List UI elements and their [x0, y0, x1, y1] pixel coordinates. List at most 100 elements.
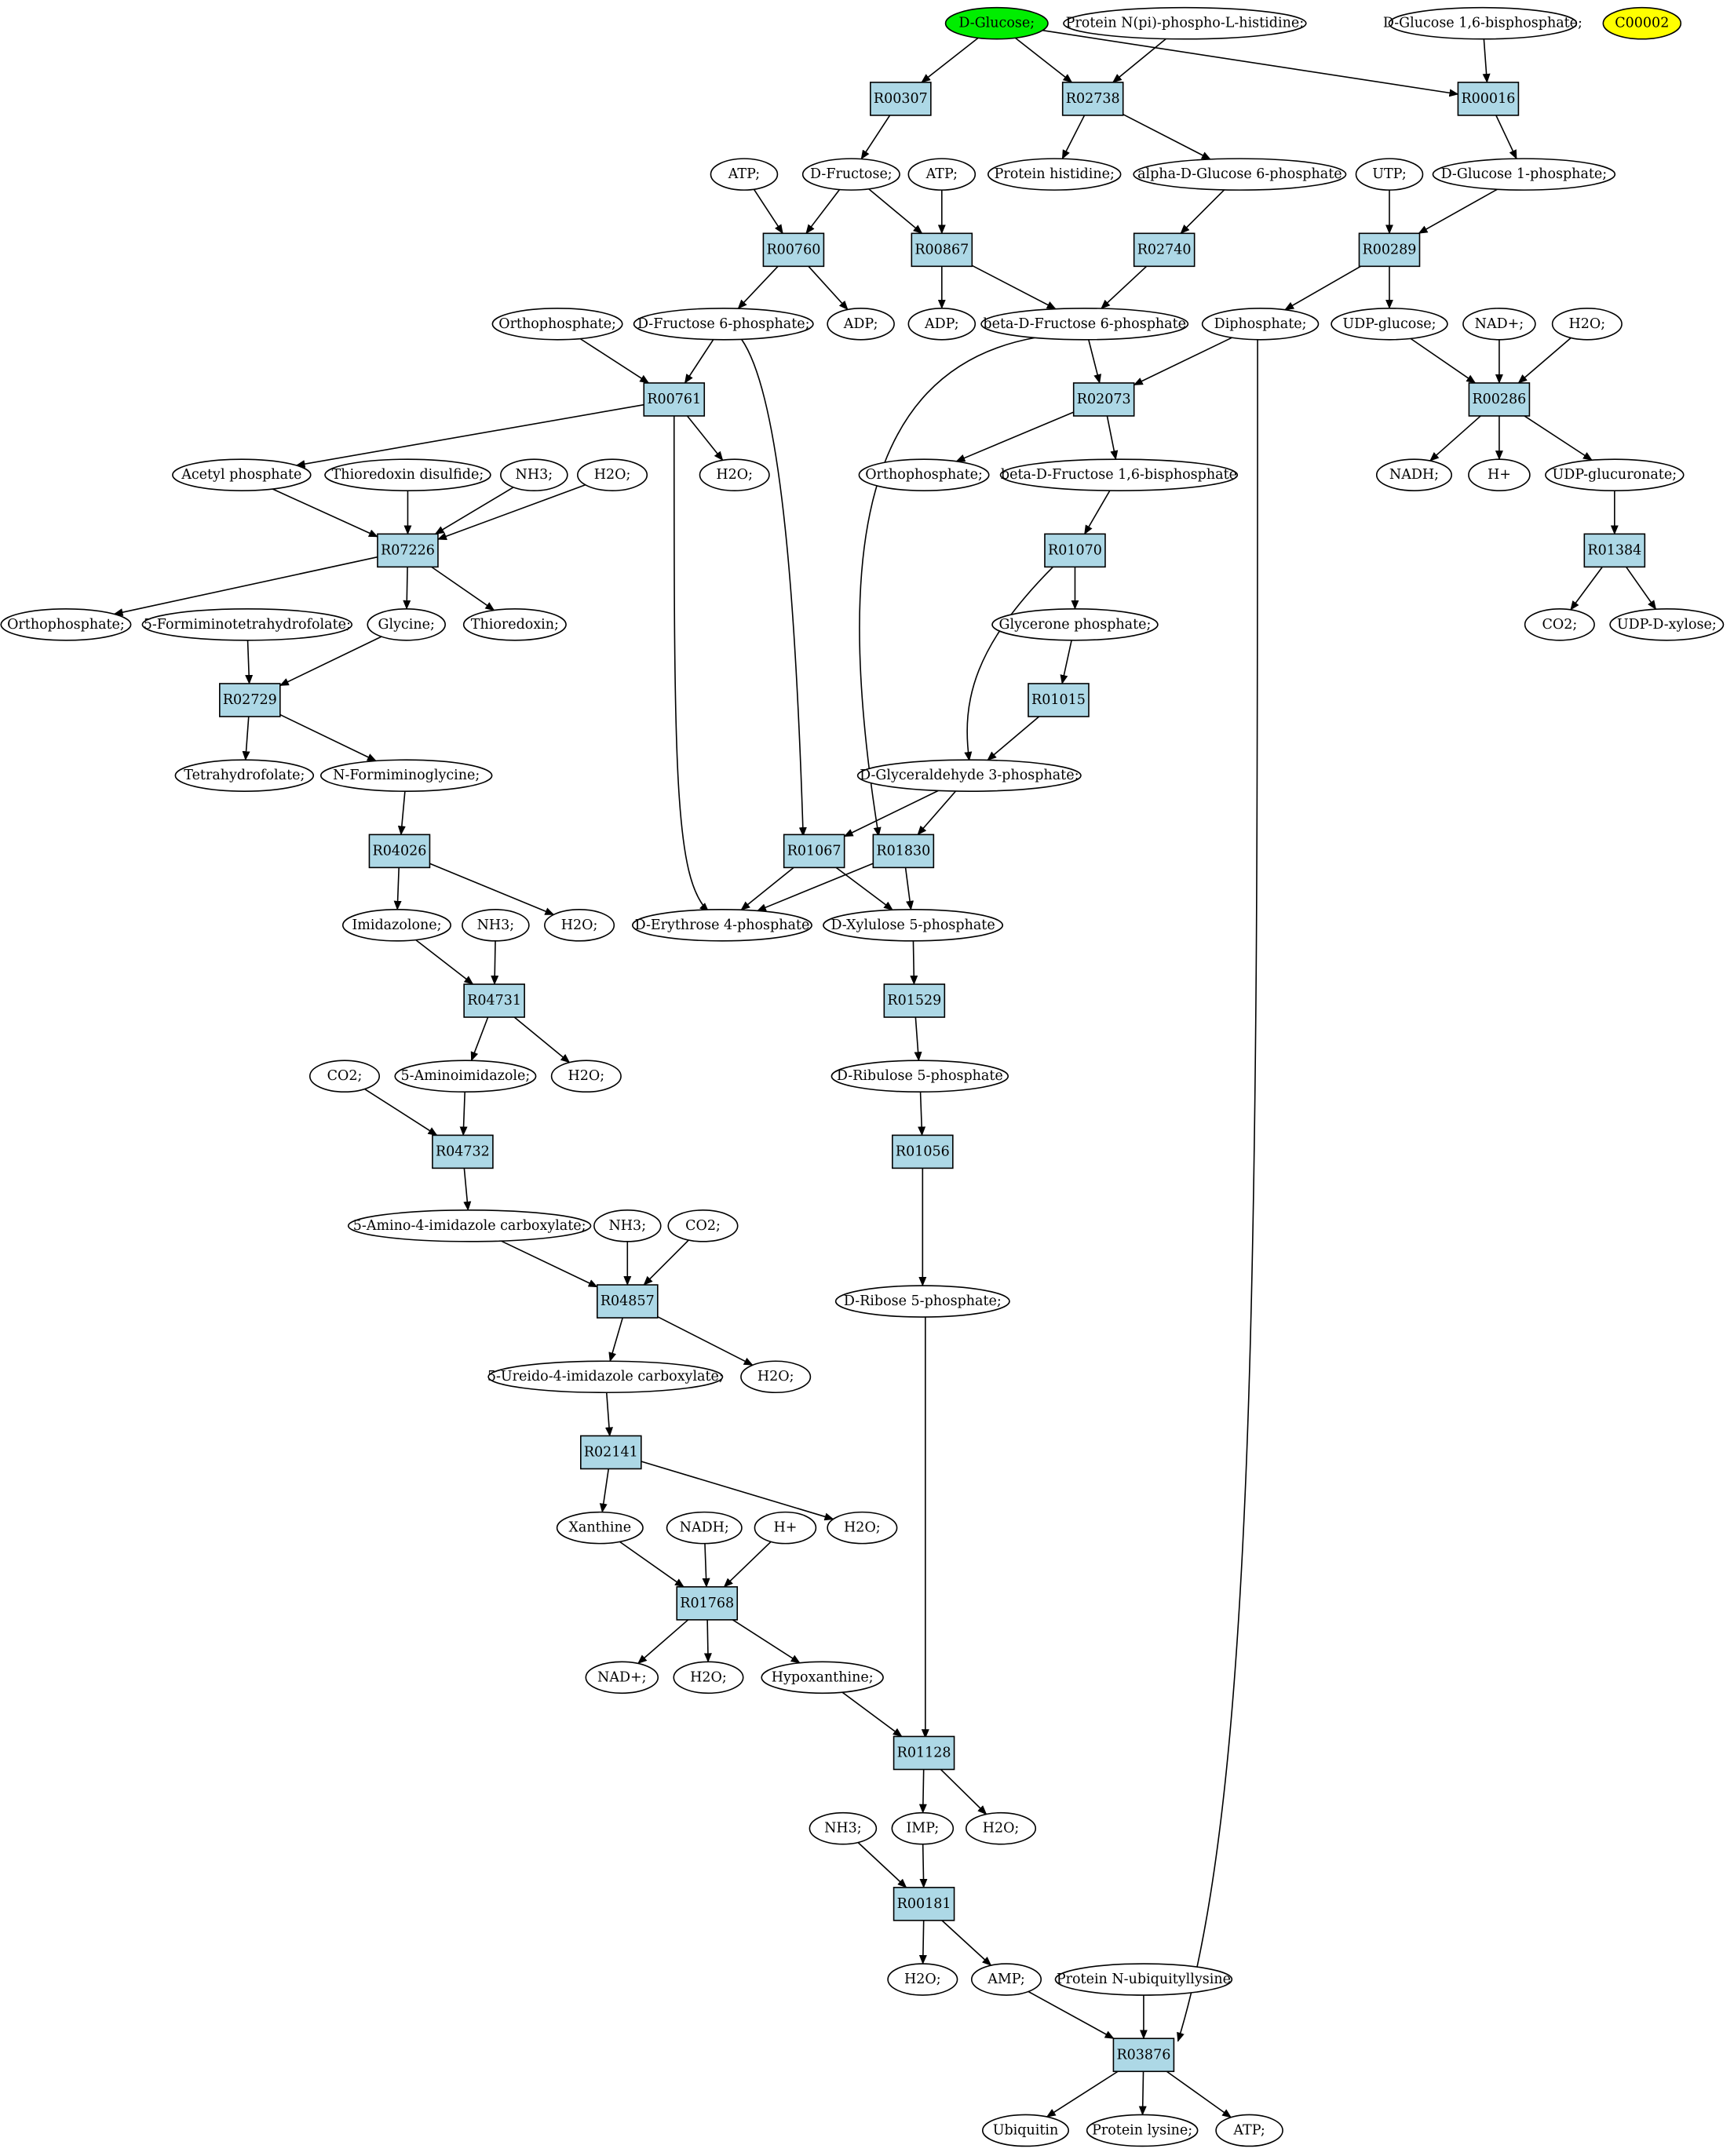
metabolite-node-m_h2o_6[interactable]: H2O;	[740, 1360, 812, 1394]
reaction-node-r_R02740[interactable]: R02740	[1133, 232, 1196, 268]
metabolite-node-m_dglucose16bp[interactable]: D-Glucose 1,6-bisphosphate;	[1383, 6, 1583, 40]
metabolite-node-m_glyceronep[interactable]: Glycerone phosphate;	[991, 607, 1159, 641]
metabolite-node-m_5a4ic[interactable]: 5-Amino-4-imidazole carboxylate;	[347, 1209, 592, 1242]
reaction-node-r_R01067[interactable]: R01067	[783, 834, 845, 869]
metabolite-node-m_nh3_4[interactable]: NH3;	[809, 1811, 878, 1845]
reaction-node-r_R02738[interactable]: R02738	[1061, 82, 1124, 116]
metabolite-node-m_dr5p[interactable]: D-Ribose 5-phosphate;	[834, 1285, 1010, 1318]
metabolite-node-m_dga3p[interactable]: D-Glyceraldehyde 3-phosphate;	[856, 759, 1082, 792]
metabolite-node-m_protein_nphosphohis[interactable]: Protein N(pi)-phospho-L-histidine;	[1063, 6, 1307, 40]
metabolite-node-m_h2o_3[interactable]: H2O;	[699, 458, 770, 491]
metabolite-node-m_protein_his[interactable]: Protein histidine;	[987, 158, 1122, 191]
metabolite-node-m_udpxyl[interactable]: UDP-D-xylose;	[1609, 607, 1725, 641]
metabolite-node-m_c00002[interactable]: C00002	[1602, 6, 1682, 40]
reaction-node-r_R00867[interactable]: R00867	[911, 232, 973, 268]
reaction-node-r_R04857[interactable]: R04857	[596, 1284, 659, 1319]
metabolite-node-m_protein_nubq[interactable]: Protein N-ubiquityllysine	[1054, 1963, 1233, 1996]
metabolite-node-m_hplus_1[interactable]: H+	[1468, 458, 1531, 491]
metabolite-node-m_hplus_2[interactable]: H+	[754, 1511, 817, 1545]
metabolite-node-m_ubiquitin[interactable]: Ubiquitin	[981, 2114, 1070, 2147]
metabolite-node-m_atp_1[interactable]: ATP;	[710, 158, 779, 191]
reaction-node-r_R01015[interactable]: R01015	[1028, 683, 1090, 717]
node-label: R00760	[766, 242, 820, 257]
reaction-node-r_R00307[interactable]: R00307	[870, 82, 932, 116]
reaction-node-r_R01830[interactable]: R01830	[872, 834, 935, 869]
metabolite-node-m_adp_1[interactable]: ADP;	[827, 307, 895, 341]
metabolite-node-m_co2_3[interactable]: CO2;	[667, 1209, 739, 1242]
metabolite-node-m_protein_lys[interactable]: Protein lysine;	[1086, 2114, 1199, 2147]
metabolite-node-m_nadplus_2[interactable]: NAD+;	[585, 1661, 659, 1695]
metabolite-node-m_de4p[interactable]: D-Erythrose 4-phosphate	[631, 909, 812, 942]
metabolite-node-m_h2o_7[interactable]: H2O;	[827, 1511, 898, 1545]
reaction-node-r_R00286[interactable]: R00286	[1468, 382, 1531, 417]
reaction-node-r_R00181[interactable]: R00181	[893, 1887, 955, 1921]
metabolite-node-m_imp[interactable]: IMP;	[891, 1811, 955, 1845]
reaction-node-r_R01768[interactable]: R01768	[676, 1586, 739, 1621]
metabolite-node-m_glycine[interactable]: Glycine;	[367, 607, 446, 641]
metabolite-node-m_utp[interactable]: UTP;	[1355, 158, 1424, 191]
metabolite-node-m_adp_2[interactable]: ADP;	[907, 307, 977, 341]
reaction-node-r_R01384[interactable]: R01384	[1583, 533, 1646, 568]
metabolite-node-m_h2o_1[interactable]: H2O;	[1551, 307, 1623, 341]
metabolite-node-m_dfructose[interactable]: D-Fructose;	[801, 158, 900, 191]
metabolite-node-m_dg1p[interactable]: D-Glucose 1-phosphate;	[1432, 158, 1616, 191]
metabolite-node-m_h2o_9[interactable]: H2O;	[965, 1811, 1037, 1845]
metabolite-node-m_h2o_4[interactable]: H2O;	[544, 909, 615, 942]
metabolite-node-m_thioredoxin[interactable]: Thioredoxin;	[462, 607, 567, 641]
metabolite-node-m_ortho_1[interactable]: Orthophosphate;	[491, 307, 623, 341]
metabolite-node-m_co2_2[interactable]: CO2;	[308, 1060, 381, 1093]
reaction-node-r_R00760[interactable]: R00760	[762, 232, 825, 268]
metabolite-node-m_5u4ic[interactable]: 5-Ureido-4-imidazole carboxylate;	[487, 1360, 724, 1394]
metabolite-node-m_5aminoimid[interactable]: 5-Aminoimidazole;	[394, 1060, 537, 1093]
metabolite-node-m_h2o_8[interactable]: H2O;	[673, 1661, 744, 1695]
reaction-node-r_R01056[interactable]: R01056	[892, 1134, 954, 1169]
metabolite-node-m_atp_2[interactable]: ATP;	[907, 158, 977, 191]
reaction-node-r_R04731[interactable]: R04731	[463, 983, 525, 1018]
metabolite-node-m_thiodis[interactable]: Thioredoxin disulfide;	[324, 458, 491, 491]
metabolite-node-m_h2o_5[interactable]: H2O;	[550, 1060, 622, 1093]
reaction-node-r_R02141[interactable]: R02141	[580, 1435, 642, 1470]
reaction-node-r_R00761[interactable]: R00761	[643, 382, 706, 417]
metabolite-node-m_h2o_2[interactable]: H2O;	[577, 458, 648, 491]
metabolite-node-m_nformgly[interactable]: N-Formiminoglycine;	[319, 759, 493, 792]
metabolite-node-m_df6p[interactable]: D-Fructose 6-phosphate;	[633, 307, 814, 341]
metabolite-node-m_adg6p[interactable]: alpha-D-Glucose 6-phosphate	[1133, 158, 1347, 191]
metabolite-node-m_nadplus_1[interactable]: NAD+;	[1462, 307, 1536, 341]
metabolite-node-m_udpglcur[interactable]: UDP-glucuronate;	[1545, 458, 1685, 491]
metabolite-node-m_bdf6p[interactable]: beta-D-Fructose 6-phosphate	[980, 307, 1189, 341]
metabolite-node-m_5fthf[interactable]: 5-Formiminotetrahydrofolate;	[141, 607, 353, 641]
metabolite-node-m_co2_1[interactable]: CO2;	[1524, 607, 1595, 641]
reaction-node-r_R01070[interactable]: R01070	[1044, 533, 1106, 568]
metabolite-node-m_nadh_1[interactable]: NADH;	[1375, 458, 1452, 491]
reaction-node-r_R00289[interactable]: R00289	[1358, 232, 1421, 268]
metabolite-node-m_nh3_1[interactable]: NH3;	[500, 458, 568, 491]
metabolite-node-m_nh3_3[interactable]: NH3;	[593, 1209, 662, 1242]
reaction-node-r_R04732[interactable]: R04732	[432, 1134, 494, 1169]
reaction-node-r_R01529[interactable]: R01529	[883, 983, 946, 1018]
reaction-node-r_R00016[interactable]: R00016	[1457, 82, 1520, 116]
metabolite-node-m_atp_3[interactable]: ATP;	[1215, 2114, 1283, 2147]
metabolite-node-m_ortho_2[interactable]: Orthophosphate;	[858, 458, 990, 491]
metabolite-node-m_amp[interactable]: AMP;	[970, 1963, 1042, 1996]
metabolite-node-m_xanthine[interactable]: Xanthine	[556, 1511, 644, 1545]
metabolite-node-m_udpglc[interactable]: UDP-glucose;	[1331, 307, 1448, 341]
metabolite-node-m_thf[interactable]: Tetrahydrofolate;	[174, 759, 315, 792]
metabolite-node-m_bdf16bp[interactable]: beta-D-Fructose 1,6-bisphosphate	[999, 458, 1239, 491]
reaction-node-r_R02073[interactable]: R02073	[1072, 382, 1135, 417]
reaction-node-r_R07226[interactable]: R07226	[377, 533, 439, 568]
reaction-node-r_R01128[interactable]: R01128	[893, 1735, 955, 1771]
metabolite-node-m_acetylp[interactable]: Acetyl phosphate	[172, 458, 312, 491]
metabolite-node-m_ortho_3[interactable]: Orthophosphate;	[0, 607, 132, 641]
reaction-node-r_R04026[interactable]: R04026	[368, 834, 431, 869]
reaction-node-r_R03876[interactable]: R03876	[1112, 2037, 1175, 2073]
metabolite-node-m_diphos[interactable]: Diphosphate;	[1201, 307, 1320, 341]
metabolite-node-m_dx5p[interactable]: D-Xylulose 5-phosphate	[823, 909, 1004, 942]
metabolite-node-m_nadh_2[interactable]: NADH;	[666, 1511, 743, 1545]
metabolite-node-m_hypoxanthine[interactable]: Hypoxanthine;	[761, 1661, 884, 1695]
metabolite-node-m_nh3_2[interactable]: NH3;	[462, 909, 530, 942]
metabolite-node-m_h2o_10[interactable]: H2O;	[887, 1963, 958, 1996]
metabolite-node-m_dru5p[interactable]: D-Ribulose 5-phosphate	[830, 1060, 1009, 1093]
metabolite-node-m_imidazolone[interactable]: Imidazolone;	[341, 909, 451, 942]
reaction-node-r_R02729[interactable]: R02729	[219, 683, 281, 717]
metabolite-node-m_dglucose[interactable]: D-Glucose;	[944, 6, 1049, 40]
